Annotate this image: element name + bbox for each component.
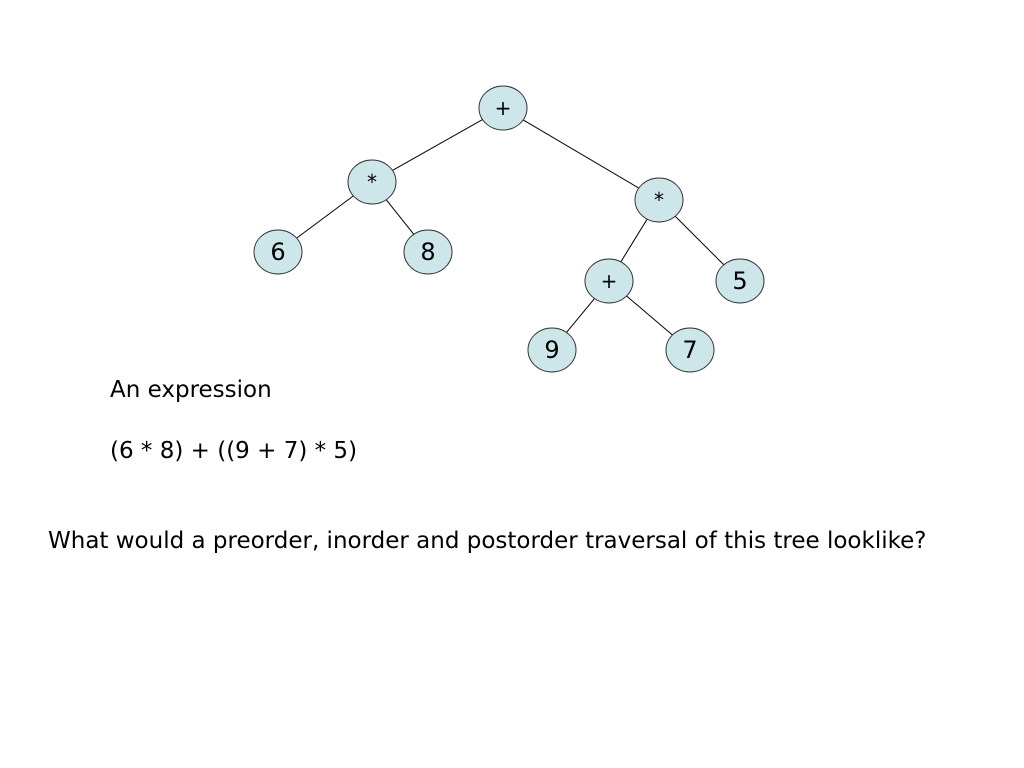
tree-node-label: + (495, 96, 512, 120)
tree-edge-right-times-to-leaf-5 (674, 215, 725, 266)
tree-node-circle (253, 229, 303, 275)
tree-node-label: * (654, 188, 664, 212)
tree-node-circle (584, 258, 634, 304)
tree-node-label: * (367, 170, 377, 194)
tree-nodes: + * * 6 8 +5 9 7 (253, 85, 765, 373)
tree-edge-left-times-to-leaf-8 (385, 199, 415, 235)
tree-node-leaf-6: 6 (253, 229, 303, 275)
tree-edge-inner-plus-to-leaf-9 (566, 298, 595, 333)
tree-node-circle (403, 229, 453, 275)
expression-text: (6 * 8) + ((9 + 7) * 5) (110, 438, 358, 464)
tree-node-circle (634, 177, 684, 223)
tree-edge-right-times-to-inner-plus (620, 218, 648, 263)
tree-node-circle (347, 159, 397, 205)
tree-edge-left-times-to-leaf-6 (296, 195, 354, 239)
tree-node-circle (715, 258, 765, 304)
caption-text: An expression (110, 377, 272, 403)
tree-node-left-times: * (347, 159, 397, 205)
tree-node-leaf-8: 8 (403, 229, 453, 275)
tree-node-right-times: * (634, 177, 684, 223)
tree-node-label: 6 (270, 238, 285, 266)
tree-node-label: 7 (682, 336, 697, 364)
tree-node-label: + (601, 269, 618, 293)
question-text: What would a preorder, inorder and posto… (48, 528, 927, 554)
tree-edge-root-plus-to-left-times (392, 119, 483, 171)
tree-node-label: 8 (420, 238, 435, 266)
tree-node-circle (527, 327, 577, 373)
tree-edge-inner-plus-to-leaf-7 (626, 295, 673, 336)
tree-node-label: 9 (544, 336, 559, 364)
tree-node-root-plus: + (478, 85, 528, 131)
tree-node-label: 5 (732, 267, 747, 295)
tree-edges (296, 119, 725, 336)
tree-node-inner-plus: + (584, 258, 634, 304)
tree-node-leaf-5: 5 (715, 258, 765, 304)
tree-node-leaf-9: 9 (527, 327, 577, 373)
tree-edge-root-plus-to-right-times (522, 119, 640, 189)
tree-node-leaf-7: 7 (665, 327, 715, 373)
tree-node-circle (478, 85, 528, 131)
tree-node-circle (665, 327, 715, 373)
